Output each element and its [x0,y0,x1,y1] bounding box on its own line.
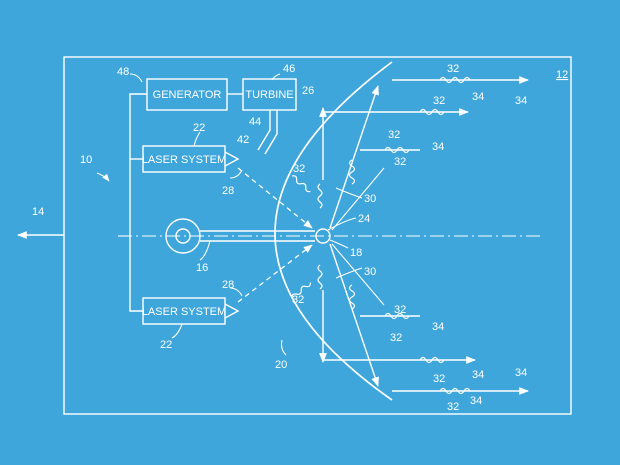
label-32-c: 32 [388,129,400,141]
turbine-lead-1 [257,110,271,151]
label-32-g: 32 [394,304,406,316]
photon-wave-5 [419,356,445,364]
label-32-d: 32 [394,156,406,168]
label-44: 44 [249,116,261,128]
photon-wave-8 [348,284,356,310]
leader-30a [335,187,363,199]
label-12: 12 [556,69,568,81]
injector-inner-ring [175,228,191,244]
label-34-e: 34 [472,369,484,381]
parabolic-mirror [274,61,393,401]
leader-30b [335,267,363,279]
label-32-j: 32 [447,401,459,413]
turbine-label: TURBINE [245,89,293,101]
leader-10 [96,172,110,182]
label-34-f: 34 [515,367,527,379]
leader-28a [229,169,243,179]
leader-46 [271,73,281,81]
radial-ray-2 [331,167,385,231]
label-28-top: 28 [222,185,234,197]
label-26: 26 [302,85,314,97]
laser-system-top [142,145,226,173]
laser-beam-top [237,167,313,229]
photon-wave-6 [439,387,471,395]
leader-28b [229,287,243,297]
leader-20 [280,339,287,356]
label-14: 14 [32,206,44,218]
radial-ray-1 [329,85,379,229]
leader-22b [171,323,183,339]
label-32-f: 32 [292,294,304,306]
turbine-lead-2 [264,110,278,155]
label-18: 18 [350,247,362,259]
label-30-bottom: 30 [364,266,376,278]
leader-48 [129,73,143,83]
leader-18 [329,239,349,249]
label-22-top: 22 [193,122,205,134]
photon-wave-12 [317,264,323,290]
label-34-b: 34 [472,91,484,103]
label-34-a: 34 [515,95,527,107]
label-32-e: 32 [293,163,305,175]
laser-top-nozzle [224,151,240,167]
label-32-h: 32 [390,332,402,344]
label-46: 46 [283,63,295,75]
laser-beam-bottom [237,244,313,303]
label-32-a: 32 [447,63,459,75]
label-48: 48 [117,66,129,78]
label-30-top: 30 [364,193,376,205]
injector-outer-ring [165,218,201,254]
label-32-i: 32 [433,373,445,385]
label-22-bottom: 22 [160,339,172,351]
target-pellet [315,228,331,244]
label-24: 24 [358,213,370,225]
label-34-c: 34 [432,141,444,153]
radial-ray-3 [331,243,385,306]
laser-system-bottom [142,297,226,325]
photon-wave-3 [384,146,410,154]
label-16: 16 [196,262,208,274]
leader-24 [327,217,357,231]
photon-wave-1 [439,76,471,84]
photon-wave-7 [348,159,356,185]
photon-wave-9 [291,175,311,193]
label-28-bottom: 28 [222,279,234,291]
label-42: 42 [237,134,249,146]
leader-16 [199,240,211,261]
laser-top-label: LASER SYSTEM [142,154,226,166]
photon-wave-10 [291,282,311,299]
photon-wave-4 [384,312,410,320]
photon-wave-11 [317,183,323,209]
photon-wave-2 [419,108,445,116]
leader-22a [193,131,201,147]
generator-label: GENERATOR [153,89,222,101]
label-34-g: 34 [470,395,482,407]
label-34-d: 34 [432,321,444,333]
radial-ray-4 [329,243,379,387]
laser-bottom-nozzle [224,303,240,319]
laser-bottom-label: LASER SYSTEM [142,306,226,318]
label-20: 20 [275,359,287,371]
label-32-b: 32 [433,95,445,107]
label-10: 10 [80,154,92,166]
power-bus [129,93,147,312]
